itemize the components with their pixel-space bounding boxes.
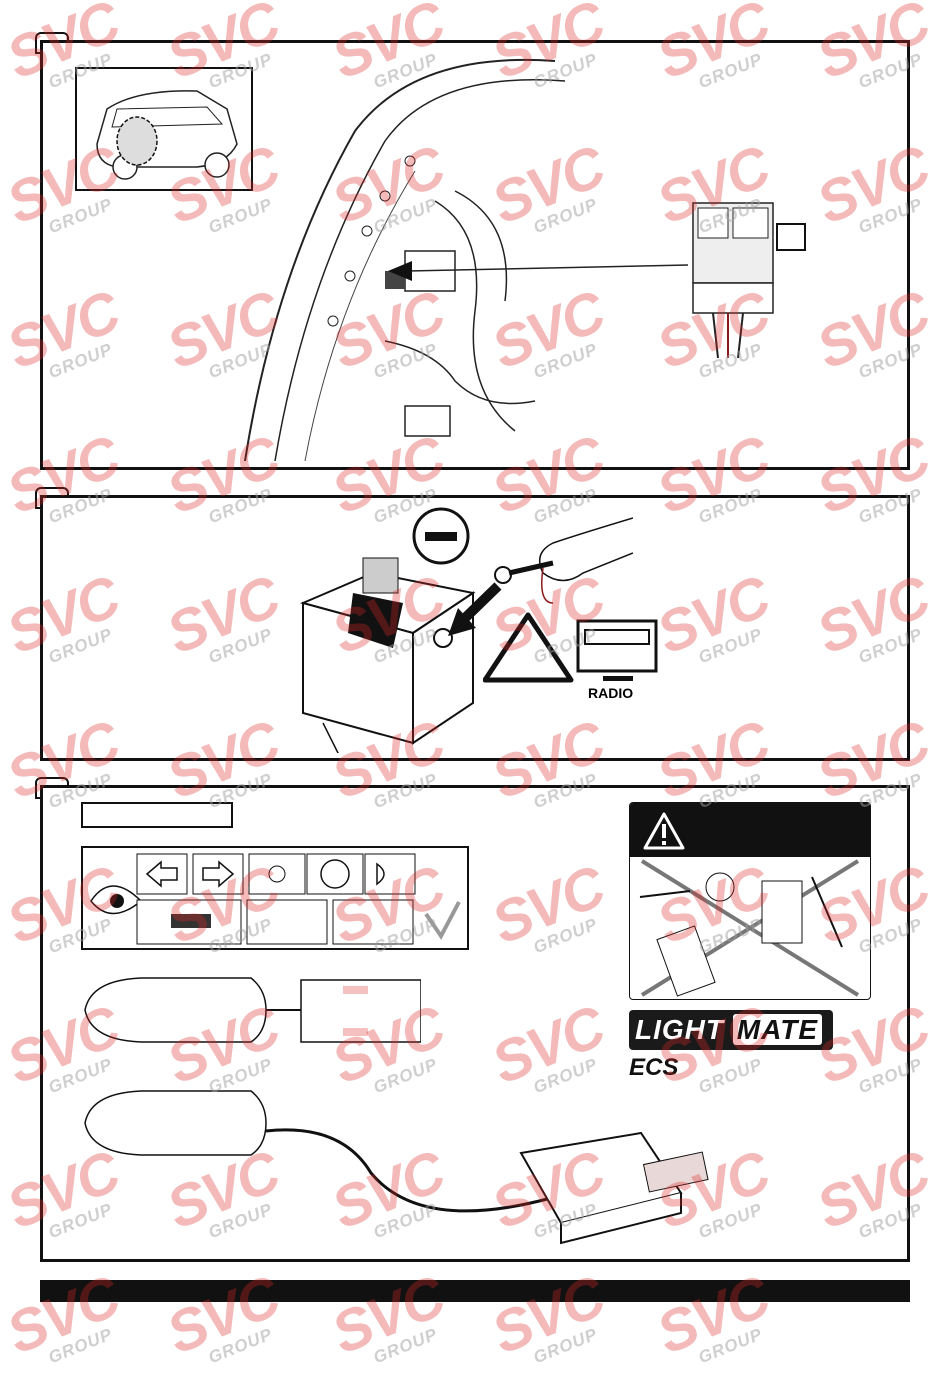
step-1-number-box bbox=[776, 223, 806, 251]
car-with-tester-drawing bbox=[84, 1090, 709, 1245]
step-3-title-box bbox=[81, 802, 233, 828]
car-with-trailer-drawing bbox=[84, 977, 421, 1043]
insert-arrow-icon bbox=[388, 261, 689, 281]
step-2-panel: RADIO bbox=[40, 495, 910, 761]
footer-bar bbox=[40, 1280, 910, 1302]
prohibited-tools-drawing bbox=[639, 859, 860, 997]
lightmate-logo-part1: LIGHT bbox=[635, 1014, 724, 1045]
lightmate-logo-part2: MATE bbox=[732, 1014, 823, 1045]
car-rear-icon bbox=[96, 90, 238, 180]
warning-triangle-icon bbox=[483, 612, 574, 683]
lightmate-logo: LIGHT MATE bbox=[629, 1010, 833, 1050]
minus-icon bbox=[412, 507, 470, 565]
battery-arrow-icon bbox=[448, 582, 502, 636]
radio-icon bbox=[576, 619, 658, 681]
trunk-interior-drawing bbox=[244, 58, 566, 461]
warning-triangle-icon bbox=[643, 812, 685, 850]
radio-label: RADIO bbox=[588, 685, 634, 701]
battery-drawing bbox=[299, 557, 476, 753]
step-3-panel: LIGHT MATE ECS bbox=[40, 785, 910, 1262]
step-1-panel bbox=[40, 40, 910, 470]
no-test-tools-warning-box bbox=[629, 802, 871, 1000]
light-check-grid bbox=[90, 853, 461, 945]
connector-module-drawing bbox=[692, 202, 774, 359]
car-rear-inset bbox=[75, 67, 253, 191]
hand-wrench-drawing bbox=[494, 517, 633, 604]
ecs-logo: ECS bbox=[629, 1054, 679, 1081]
